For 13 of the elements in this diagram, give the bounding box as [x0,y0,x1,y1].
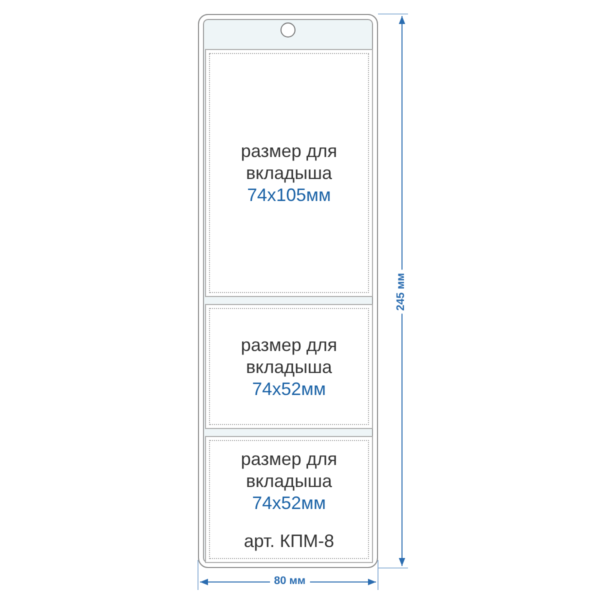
pocket-caption: размер для вкладыша [240,334,338,378]
insert-pocket [205,304,373,429]
insert-pocket [205,49,373,297]
insert-size: 74x105мм [247,184,331,206]
pocket-caption: размер для вкладыша [240,140,338,184]
insert-size: 74x52мм [252,492,326,514]
pocket-caption: размер для вкладыша [240,448,338,492]
insert-pocket [205,436,373,563]
dimension-label: 80 мм [270,575,310,587]
pocket-holder [198,14,378,568]
insert-size: 74x52мм [252,378,326,400]
dimension-label: 245 мм [395,270,407,314]
article-number: арт. КПМ-8 [244,530,334,552]
